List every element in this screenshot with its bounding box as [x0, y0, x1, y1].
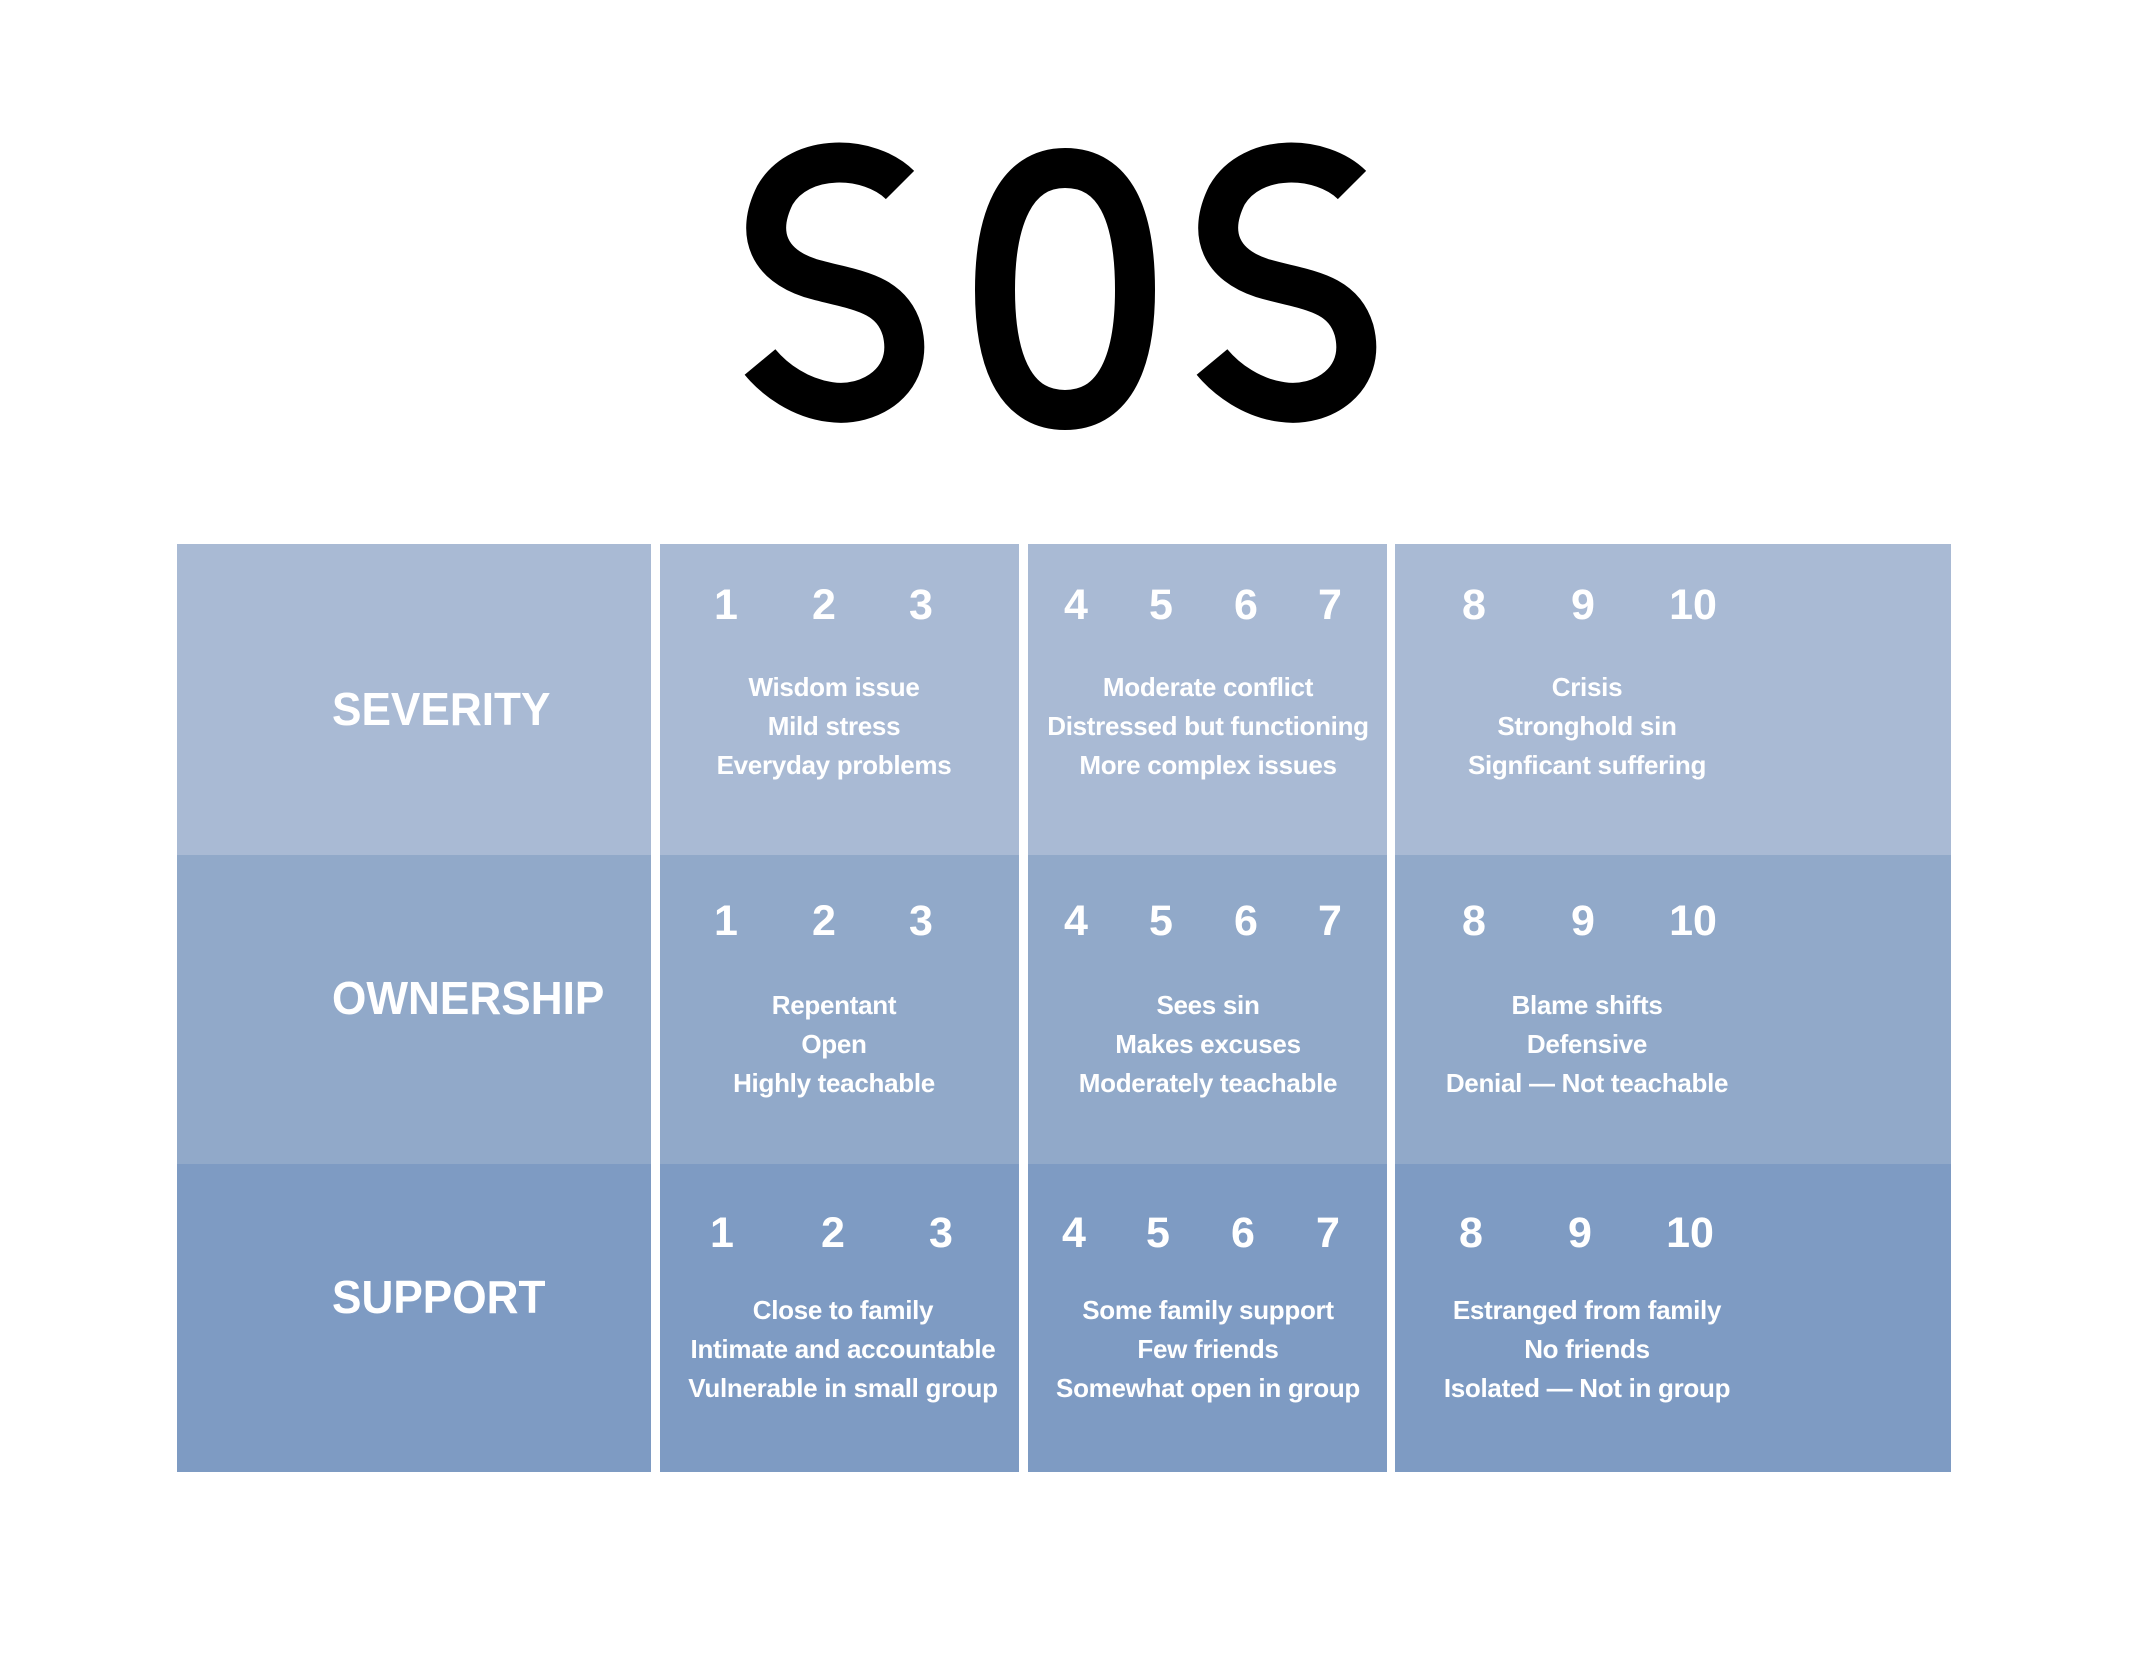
scale-number: 7 [1318, 897, 1342, 945]
cell-description: Wisdom issue Mild stress Everyday proble… [716, 672, 952, 780]
cell-description: Close to family Intimate and accountable… [688, 1295, 998, 1403]
sos-title: SOS [744, 142, 1377, 430]
column-divider [1019, 544, 1028, 1472]
letter-s-1 [744, 142, 925, 423]
cell-description: Repentant Open Highly teachable [733, 990, 935, 1098]
scale-number: 5 [1149, 581, 1173, 629]
scale-number: 6 [1234, 897, 1258, 945]
scale-number: 1 [714, 897, 738, 945]
scale-number: 9 [1568, 1209, 1592, 1257]
cell-description: Estranged from family No friends Isolate… [1443, 1295, 1731, 1403]
row-support-bg [177, 1164, 1951, 1472]
cell-description: Blame shifts Defensive Denial — Not teac… [1445, 990, 1729, 1098]
row-label-ownership: OWNERSHIP [332, 972, 605, 1024]
scale-number: 4 [1064, 897, 1088, 945]
scale-number: 9 [1571, 897, 1595, 945]
scale-number: 4 [1062, 1209, 1086, 1257]
scale-number: 8 [1462, 897, 1486, 945]
row-label-severity: SEVERITY [332, 683, 551, 735]
scale-number: 3 [929, 1209, 953, 1257]
row-ownership-bg [177, 855, 1951, 1164]
scale-number: 6 [1231, 1209, 1255, 1257]
cell-description: Sees sin Makes excuses Moderately teacha… [1078, 990, 1338, 1098]
scale-number: 9 [1571, 581, 1595, 629]
letter-s-2 [1196, 142, 1377, 423]
column-divider [1387, 544, 1395, 1472]
cell-description: Crisis Stronghold sin Signficant sufferi… [1467, 672, 1707, 780]
scale-number: 2 [821, 1209, 845, 1257]
row-severity-bg [177, 544, 1951, 855]
scale-number: 8 [1459, 1209, 1483, 1257]
scale-number: 3 [909, 897, 933, 945]
scale-number: 2 [812, 897, 836, 945]
row-label-support: SUPPORT [332, 1271, 546, 1323]
cell-description: Moderate conflict Distressed but functio… [1047, 672, 1369, 780]
scale-number: 8 [1462, 581, 1486, 629]
scale-number: 5 [1146, 1209, 1170, 1257]
scale-number: 2 [812, 581, 836, 629]
scale-number: 1 [714, 581, 738, 629]
scale-number: 7 [1316, 1209, 1340, 1257]
scale-number: 4 [1064, 581, 1088, 629]
cell-description: Some family support Few friends Somewhat… [1056, 1295, 1360, 1403]
scale-number: 7 [1318, 581, 1342, 629]
column-divider [651, 544, 660, 1472]
sos-scale-table: SEVERITY 1 2 3 Wisdom issue Mild stress … [177, 544, 1951, 1472]
letter-o [975, 148, 1155, 430]
scale-number: 6 [1234, 581, 1258, 629]
scale-number: 1 [710, 1209, 734, 1257]
scale-number: 10 [1669, 581, 1717, 629]
scale-number: 3 [909, 581, 933, 629]
scale-number: 5 [1149, 897, 1173, 945]
scale-number: 10 [1666, 1209, 1714, 1257]
scale-number: 10 [1669, 897, 1717, 945]
